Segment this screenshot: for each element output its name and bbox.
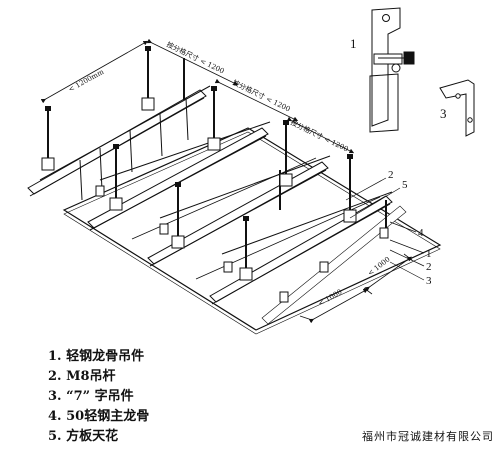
- detail-label-1: 1: [350, 36, 357, 51]
- legend-list: 1. 轻钢龙骨吊件 2. M8吊杆 3. “7” 字吊件 4. 50轻钢主龙骨 …: [48, 347, 149, 447]
- hanger-clips: [41, 97, 389, 303]
- callout-2-top: 2: [388, 169, 394, 181]
- company-name: 福州市冠诚建材有限公司: [362, 430, 494, 443]
- callout-5: 5: [402, 179, 408, 191]
- legend-item: 5. 方板天花: [48, 429, 119, 444]
- legend-item: 1. 轻钢龙骨吊件: [48, 349, 145, 364]
- bottom-dimension-lines: [299, 253, 413, 324]
- legend-item: 2. M8吊杆: [48, 369, 116, 384]
- callout-2-bottom: 2: [426, 261, 432, 273]
- dim-span-1: 按分格尺寸 < 1200: [165, 40, 226, 76]
- dim-overall: < 1200mm: [67, 68, 105, 94]
- detail-label-3: 3: [440, 106, 447, 121]
- cross-channels: [39, 85, 393, 255]
- callout-4: 4: [418, 227, 424, 239]
- callout-1-bottom: 1: [426, 248, 432, 260]
- legend-item: 4. 50轻钢主龙骨: [48, 409, 150, 424]
- callout-leaders: [345, 177, 425, 281]
- top-dimension-lines: [40, 38, 355, 154]
- legend-item: 3. “7” 字吊件: [48, 389, 134, 404]
- callout-3-bottom: 3: [426, 275, 432, 287]
- detail-hanger-bracket: [369, 7, 415, 133]
- dim-span-3: 按分格尺寸 < 1200: [289, 118, 350, 154]
- detail-seven-hanger: [439, 79, 475, 137]
- dim-span-2: 按分格尺寸 < 1200: [231, 78, 292, 114]
